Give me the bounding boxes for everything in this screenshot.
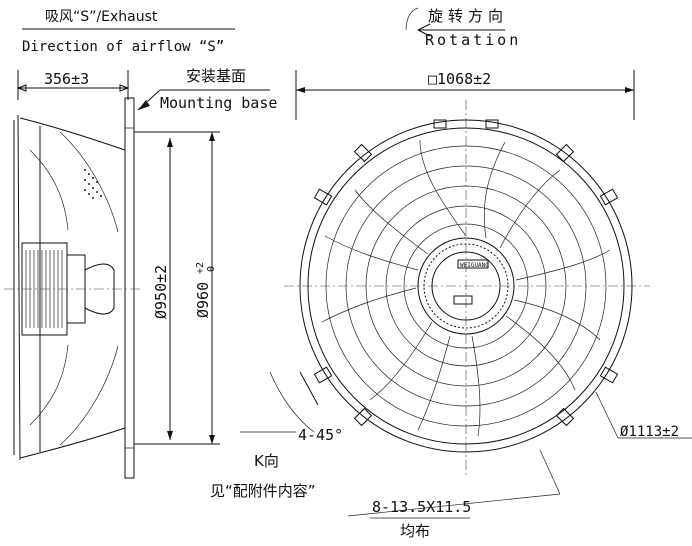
- airflow-annotation: 吸风“S”/Exhaust Direction of airflow “S”: [22, 9, 235, 55]
- k-view-label: K向: [254, 452, 279, 470]
- holes-leader: [539, 449, 561, 495]
- rotation-arrow-head-icon: [417, 23, 431, 37]
- blade-profile-3: [29, 149, 69, 231]
- hub-cap: [431, 251, 501, 321]
- holes-label: 8-13.5X11.5: [372, 498, 471, 516]
- housing-bottom-curve: [19, 427, 126, 459]
- airflow-direction-label: Direction of airflow “S”: [22, 39, 224, 55]
- vent-dots-top: [84, 169, 102, 199]
- holes-distribution-label: 均布: [400, 522, 430, 540]
- dia950-arrow-top-icon: [167, 138, 173, 147]
- exhaust-label: 吸风“S”/Exhaust: [45, 9, 158, 25]
- fan-blades: [321, 139, 611, 437]
- k-view-marker: [299, 371, 319, 406]
- hub-fins: [423, 243, 509, 329]
- dia950-label: Ø950±2: [152, 265, 170, 319]
- side-view: 356±3 安装基面 Mounting base: [4, 67, 277, 479]
- angle-label: 4-45°: [298, 426, 343, 444]
- blade-profile-1: [59, 131, 119, 233]
- square-arrow-left-icon: [296, 87, 305, 93]
- outer-dia-leader: [595, 391, 619, 439]
- square-dim-label: □1068±2: [428, 70, 491, 88]
- mounting-clips: [313, 119, 619, 427]
- rotation-arc-icon: [405, 7, 419, 31]
- guard-ring-1: [325, 145, 607, 427]
- mounting-base-en: Mounting base: [160, 94, 277, 112]
- rotation-label-cn: 旋转方向: [428, 7, 508, 25]
- see-accessories-label: 见“配附件内容”: [210, 482, 316, 500]
- dia950-arrow-bottom-icon: [167, 431, 173, 440]
- dia960-tol-upper: +2: [195, 262, 206, 274]
- mounting-arrow-icon: [138, 100, 150, 110]
- square-arrow-right-icon: [625, 87, 634, 93]
- guard-ring-4: [385, 205, 547, 367]
- guard-ring-3: [365, 185, 567, 387]
- rotation-annotation: 旋转方向 Rotation: [405, 7, 521, 49]
- holes-shelf: [347, 493, 561, 517]
- depth-arrow-left-icon: [16, 84, 27, 92]
- hub-outer: [417, 237, 515, 335]
- hub-logo-box: [457, 259, 489, 269]
- outer-ring: [299, 119, 633, 453]
- guard-ring-5: [403, 223, 529, 349]
- guard-front-edge: [17, 114, 21, 461]
- mounting-plate: [124, 97, 135, 479]
- hub-logo: WEIGUANG: [460, 262, 489, 269]
- hub-label-plate: [453, 295, 473, 305]
- depth-arrow-right-icon: [119, 84, 130, 92]
- dia960-arrow-top-icon: [209, 132, 215, 141]
- dia960-tol-lower: 0: [206, 266, 217, 272]
- guard-ring-2: [345, 165, 587, 407]
- mounting-base-cn: 安装基面: [186, 67, 246, 85]
- front-view: □1068±2 WEIGU: [210, 70, 692, 540]
- housing-top-curve: [19, 117, 126, 151]
- blade-profile-4: [29, 344, 69, 426]
- depth-dim-label: 356±3: [44, 70, 89, 88]
- blade-profile-2: [59, 345, 119, 446]
- dia960-arrow-bottom-icon: [209, 435, 215, 444]
- dia960-label: Ø960: [194, 282, 212, 318]
- outer-ring-inner: [307, 127, 625, 445]
- angle-arc: [269, 371, 315, 433]
- rotation-label-en: Rotation: [425, 31, 521, 49]
- outer-dia-label: Ø1113±2: [620, 424, 679, 440]
